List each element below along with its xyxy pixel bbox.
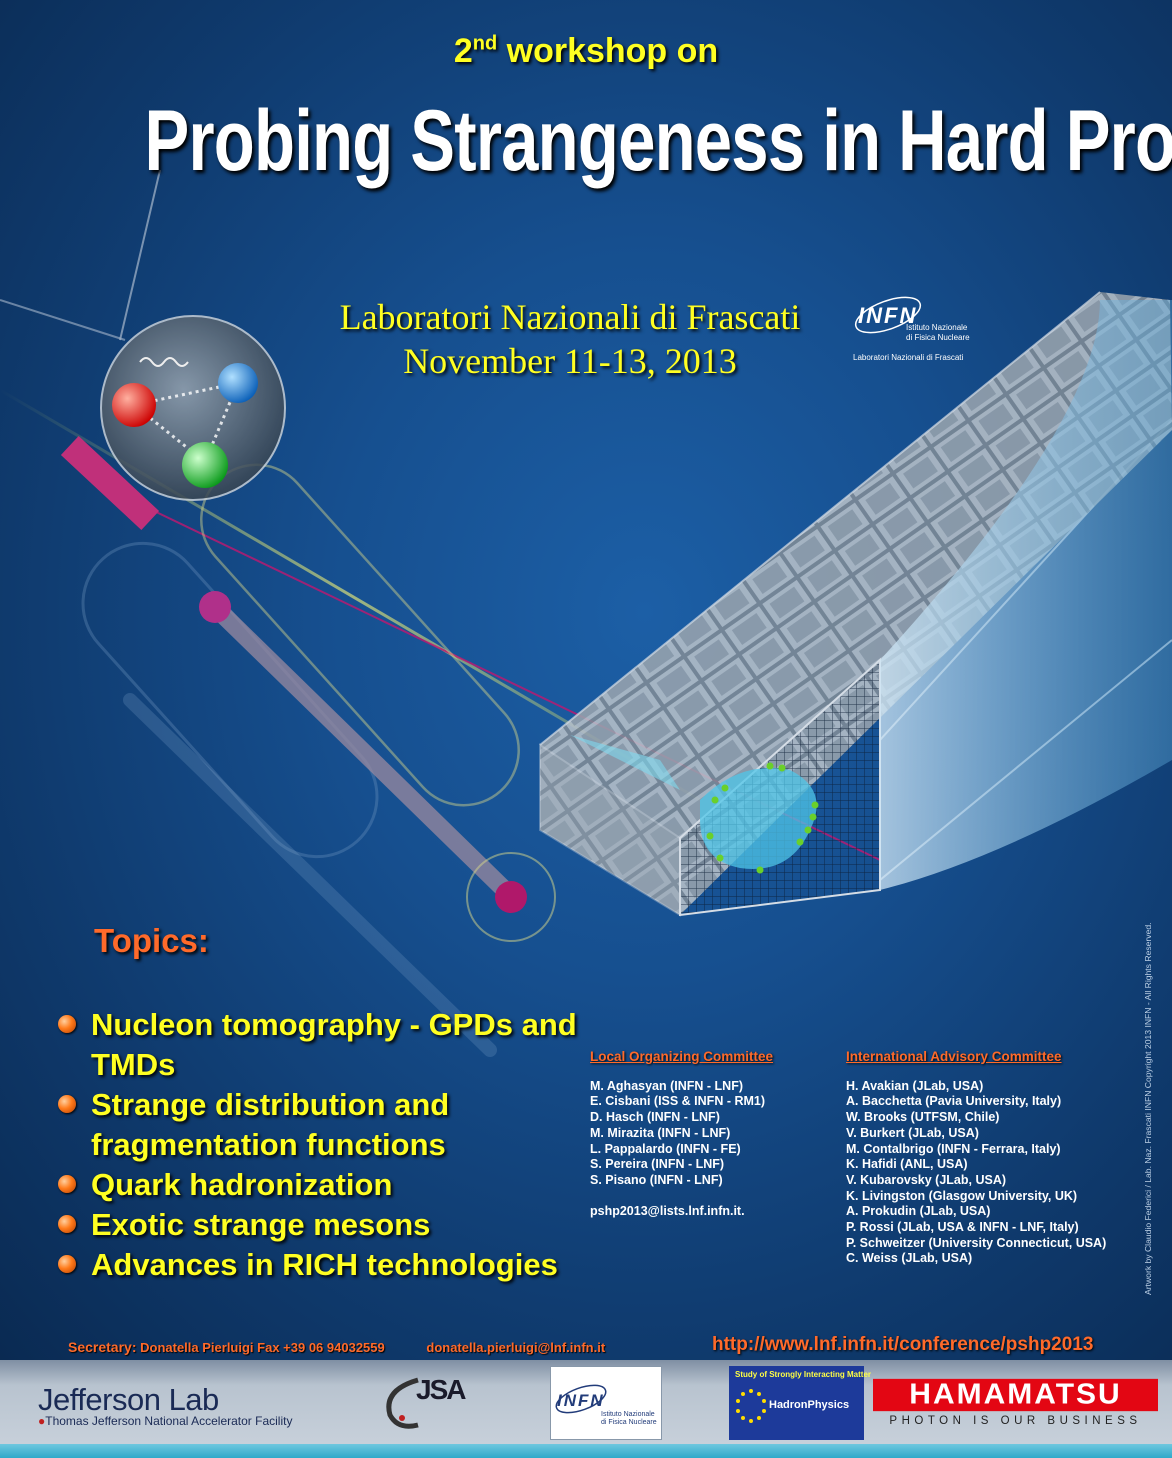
- venue-place: Laboratori Nazionali di Frascati: [339, 297, 801, 337]
- topic-item: Advances in RICH technologies: [56, 1245, 651, 1285]
- bullet-icon: [58, 1095, 76, 1113]
- committee-member: V. Burkert (JLab, USA): [846, 1125, 979, 1140]
- jlab-dot-icon: ●: [38, 1414, 46, 1428]
- topic-text: Exotic strange mesons: [91, 1207, 431, 1242]
- advisory-committee: International Advisory Committee H. Avak…: [846, 1049, 1106, 1267]
- local-committee: Local Organizing Committee M. Aghasyan (…: [590, 1049, 773, 1219]
- hadronphysics-logo[interactable]: Study of Strongly Interacting Matter Had…: [729, 1366, 871, 1440]
- eu-stars-icon: [736, 1389, 766, 1423]
- infn-mark: INFN: [858, 303, 918, 328]
- infn-institute: Istituto Nazionale di Fisica Nucleare: [906, 323, 970, 343]
- hp-tagline: Study of Strongly Interacting Matter: [735, 1370, 872, 1379]
- infn-logo: INFN Istituto Nazionale di Fisica Nuclea…: [848, 285, 973, 365]
- hamamatsu-logo[interactable]: HAMAMATSU PHOTON IS OUR BUSINESS: [873, 1378, 1158, 1427]
- jsa-text: JSA: [416, 1374, 466, 1405]
- topics-list: Nucleon tomography - GPDs and TMDs Stran…: [56, 1005, 651, 1285]
- committee-member: C. Weiss (JLab, USA): [846, 1251, 973, 1266]
- committee-member: M. Aghasyan (INFN - LNF): [590, 1078, 744, 1093]
- infn-sponsor-logo[interactable]: INFN Istituto Nazionale di Fisica Nuclea…: [550, 1366, 662, 1440]
- committee-member: V. Kubarovsky (JLab, USA): [846, 1172, 1007, 1187]
- committee-member: D. Hasch (INFN - LNF): [590, 1110, 720, 1125]
- infn-orbit-icon: [854, 296, 922, 334]
- sponsor-bar: Jefferson Lab ●Thomas Jefferson National…: [0, 1360, 1172, 1444]
- committee-member: S. Pisano (INFN - LNF): [590, 1172, 723, 1187]
- jsa-logo[interactable]: JSA: [378, 1370, 478, 1436]
- ordinal-number: 2: [453, 32, 473, 70]
- infn-lab: Laboratori Nazionali di Frascati: [853, 353, 964, 362]
- committee-member: M. Mirazita (INFN - LNF): [590, 1125, 731, 1140]
- topic-item: Strange distribution and fragmentation f…: [56, 1085, 651, 1165]
- committee-member: H. Avakian (JLab, USA): [846, 1078, 984, 1093]
- infn-orbit-icon: [555, 1384, 607, 1414]
- topic-text: Quark hadronization: [91, 1167, 393, 1202]
- jlab-subtitle-text: Thomas Jefferson National Accelerator Fa…: [45, 1414, 293, 1428]
- secretary-details: Donatella Pierluigi Fax +39 06 94032559: [140, 1340, 385, 1355]
- ordinal-suffix: nd: [472, 32, 498, 55]
- topic-item: Nucleon tomography - GPDs and TMDs: [56, 1005, 651, 1085]
- detector-artwork: [0, 169, 1172, 1057]
- committee-member: K. Hafidi (ANL, USA): [846, 1157, 968, 1172]
- infn-sponsor-institute: Istituto Nazionale di Fisica Nucleare: [601, 1411, 657, 1427]
- venue-dates: November 11-13, 2013: [403, 341, 737, 381]
- venue-block: Laboratori Nazionali di Frascati Novembe…: [300, 295, 840, 383]
- topic-text: Nucleon tomography - GPDs and TMDs: [91, 1007, 577, 1082]
- topic-item: Exotic strange mesons: [56, 1205, 651, 1245]
- bottom-stripe: [0, 1444, 1172, 1458]
- topics-heading: Topics:: [94, 922, 209, 959]
- secretary-email-link[interactable]: donatella.pierluigi@lnf.infn.it: [426, 1340, 606, 1355]
- committee-member: A. Bacchetta (Pavia University, Italy): [846, 1094, 1062, 1109]
- jlab-name: Jefferson Lab: [38, 1382, 219, 1417]
- committee-member: K. Livingston (Glasgow University, UK): [846, 1188, 1078, 1203]
- committee-email-link[interactable]: pshp2013@lists.lnf.infn.it.: [590, 1203, 745, 1218]
- hamamatsu-name: HAMAMATSU: [873, 1378, 1158, 1412]
- infn-line2: di Fisica Nucleare: [906, 333, 970, 342]
- pre-title: workshop on: [506, 32, 719, 70]
- jsa-swirl-icon: [386, 1377, 419, 1429]
- bullet-icon: [58, 1215, 76, 1233]
- committee-member: L. Pappalardo (INFN - FE): [590, 1141, 741, 1156]
- advisory-committee-heading: International Advisory Committee: [846, 1049, 1062, 1064]
- artwork-credit: Artwork by Claudio Federici / Lab. Naz. …: [1143, 922, 1153, 1295]
- committee-member: S. Pereira (INFN - LNF): [590, 1157, 725, 1172]
- bullet-icon: [58, 1015, 76, 1033]
- jlab-subtitle: ●Thomas Jefferson National Accelerator F…: [38, 1414, 292, 1428]
- committee-member: W. Brooks (UTFSM, Chile): [846, 1110, 1000, 1125]
- conference-website-link[interactable]: http://www.lnf.infn.it/conference/pshp20…: [712, 1334, 1094, 1355]
- poster-background: 2nd workshop on Probing Strangeness in H…: [0, 0, 1172, 1360]
- bullet-icon: [58, 1255, 76, 1273]
- hp-name: HadronPhysics: [769, 1399, 850, 1411]
- hamamatsu-tagline: PHOTON IS OUR BUSINESS: [889, 1415, 1142, 1427]
- workshop-title: Probing Strangeness in Hard Processes: [144, 93, 1172, 189]
- bullet-icon: [58, 1175, 76, 1193]
- committee-member: P. Rossi (JLab, USA & INFN - LNF, Italy): [846, 1220, 1079, 1235]
- local-committee-heading: Local Organizing Committee: [590, 1049, 774, 1064]
- infn-sponsor-line2: di Fisica Nucleare: [601, 1419, 657, 1426]
- infn-line1: Istituto Nazionale: [906, 323, 968, 332]
- workshop-ordinal-heading: 2nd workshop on: [0, 32, 1172, 71]
- topic-text: Advances in RICH technologies: [91, 1247, 558, 1282]
- topic-text: Strange distribution and fragmentation f…: [91, 1087, 450, 1162]
- committee-member: E. Cisbani (ISS & INFN - RM1): [590, 1094, 766, 1109]
- jefferson-lab-logo[interactable]: Jefferson Lab ●Thomas Jefferson National…: [38, 1382, 292, 1428]
- infn-sponsor-mark: INFN: [557, 1391, 605, 1410]
- secretary-label: Secretary:: [68, 1339, 137, 1355]
- infn-sponsor-line1: Istituto Nazionale: [601, 1411, 655, 1418]
- topic-item: Quark hadronization: [56, 1165, 651, 1205]
- committee-member: M. Contalbrigo (INFN - Ferrara, Italy): [846, 1141, 1061, 1156]
- committee-member: A. Prokudin (JLab, USA): [846, 1204, 991, 1219]
- secretary-info: Secretary: Donatella Pierluigi Fax +39 0…: [68, 1339, 605, 1355]
- committee-member: P. Schweitzer (University Connecticut, U…: [846, 1235, 1107, 1250]
